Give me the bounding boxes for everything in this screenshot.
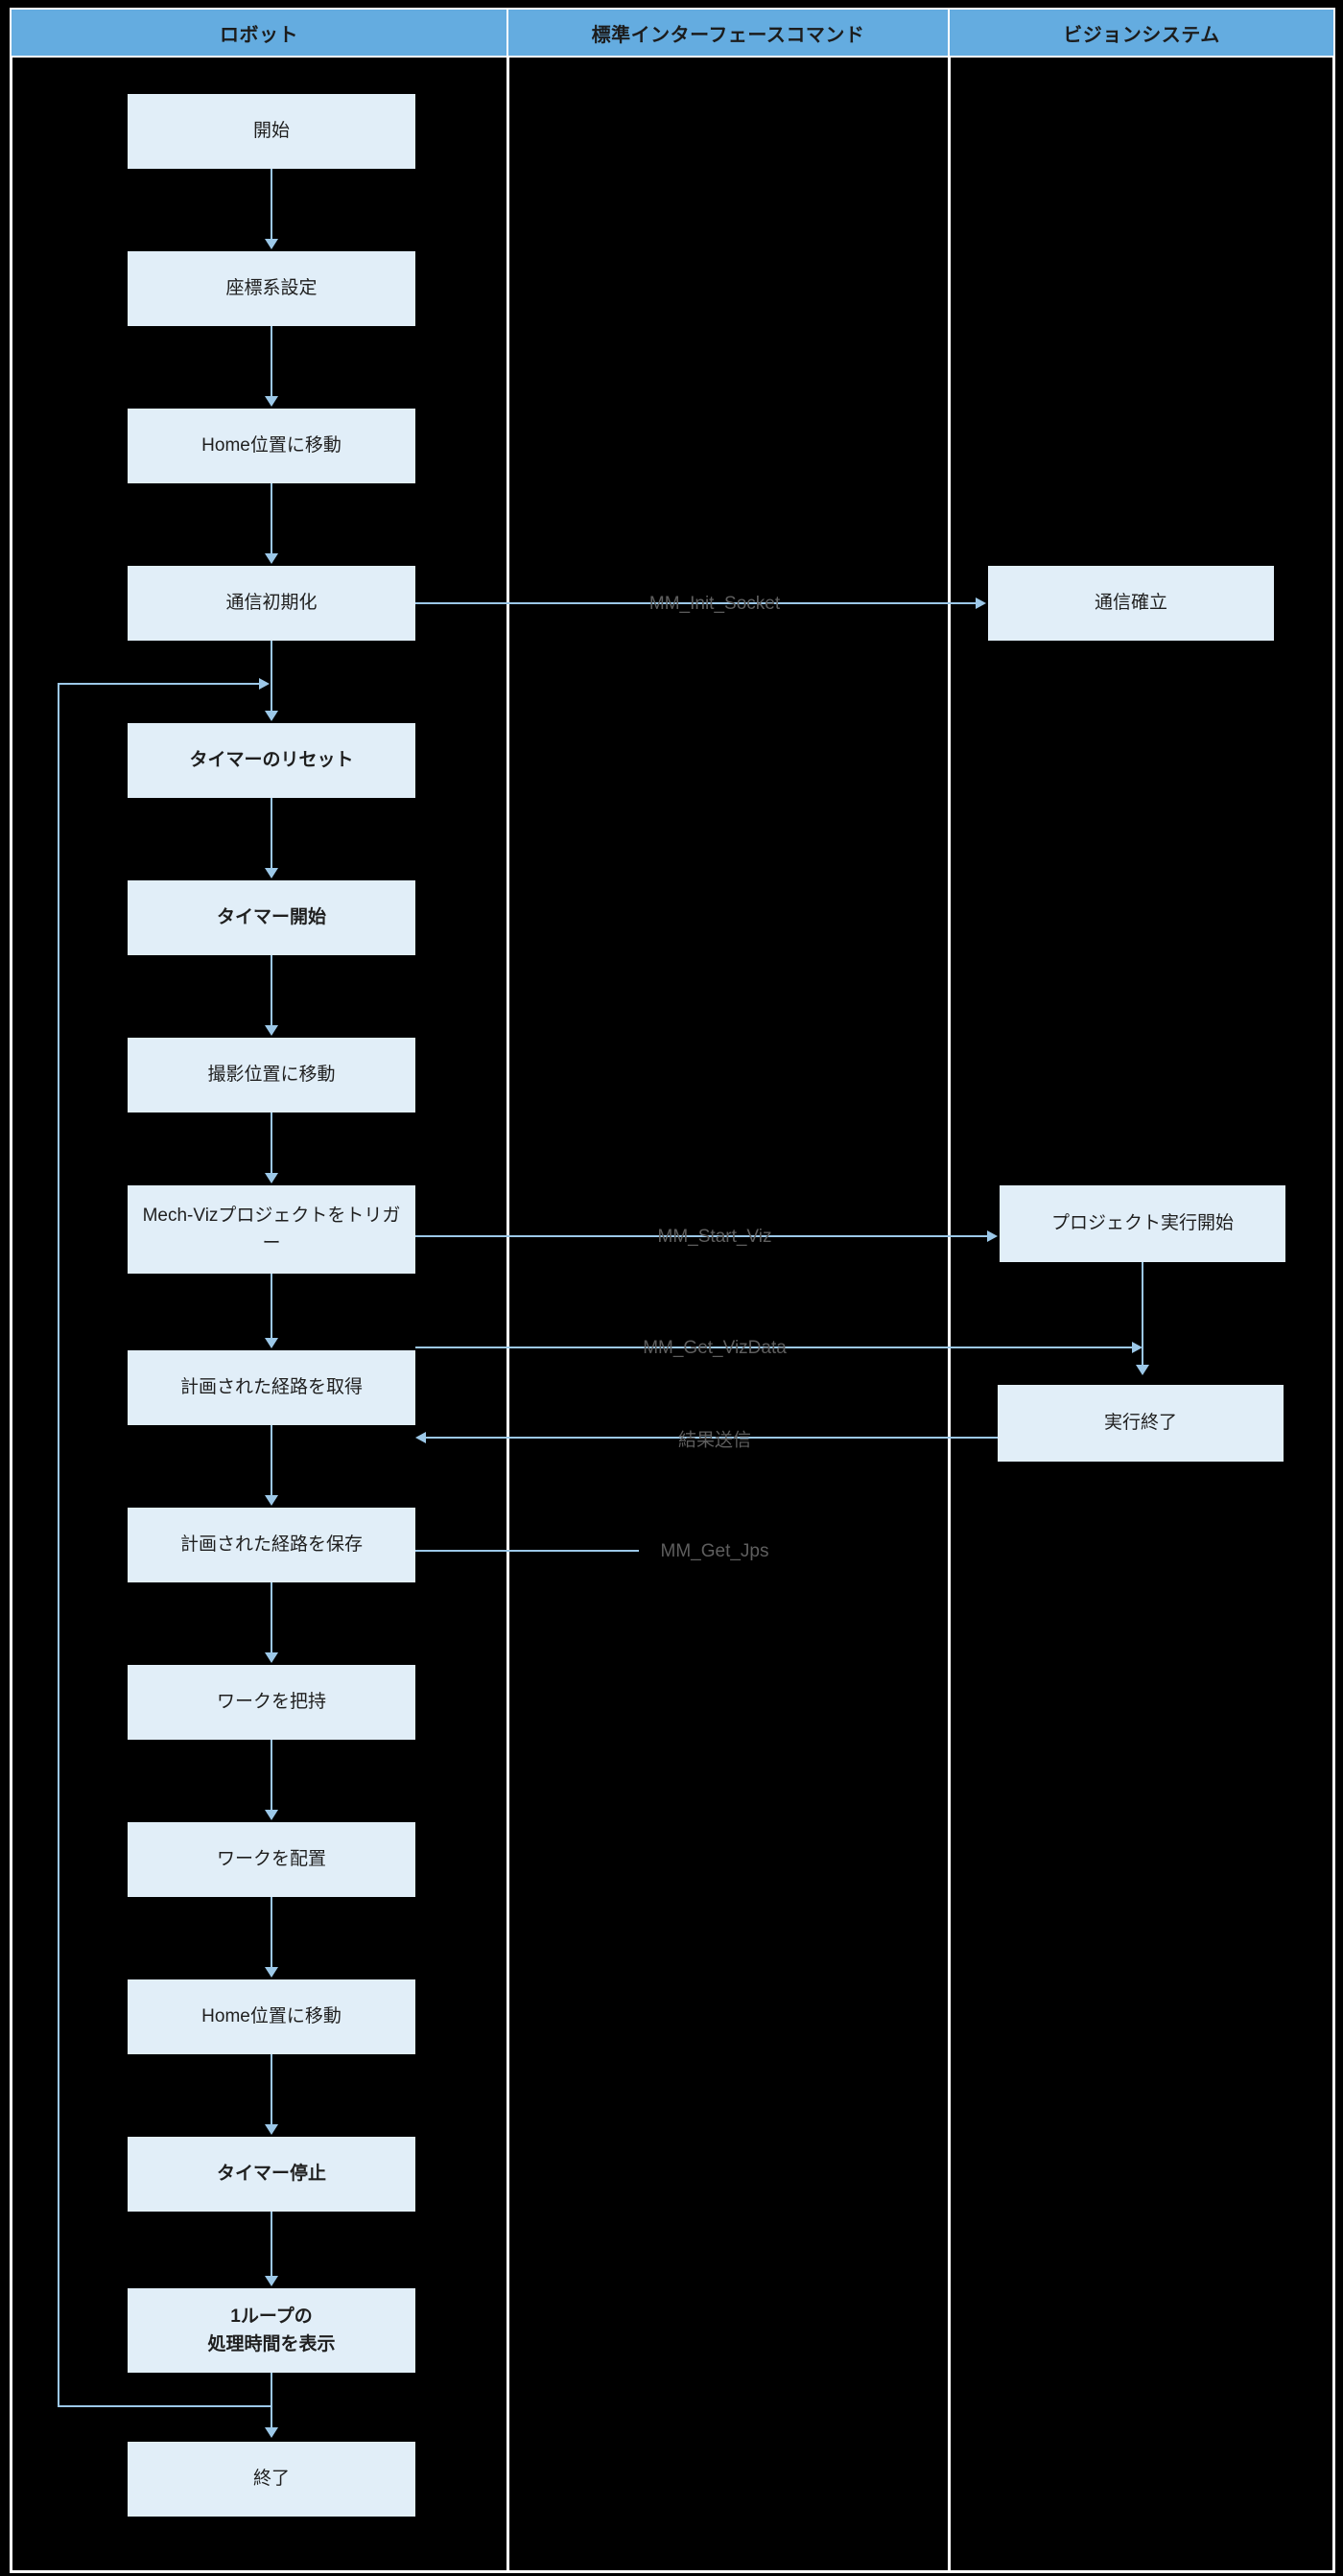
arrowhead-end <box>265 2427 278 2438</box>
edge-start-viz-arrowhead <box>987 1230 998 1242</box>
connector-place-to-home2 <box>271 1897 272 1969</box>
connector-getpath-to-savepath <box>271 1425 272 1497</box>
node-show-time[interactable]: 1ループの 処理時間を表示 <box>128 2288 415 2373</box>
connector-movecapture-to-triggerviz <box>271 1112 272 1175</box>
connector-showtime-to-end <box>271 2373 272 2429</box>
arrowhead-timerstart <box>265 868 278 878</box>
lane-header-vision: ビジョンシステム <box>948 8 1335 58</box>
arrowhead-savepath <box>265 1495 278 1506</box>
edge-init-socket-arrowhead <box>976 597 986 609</box>
edge-get-jps-line <box>415 1550 639 1552</box>
node-pick[interactable]: ワークを把持 <box>128 1665 415 1740</box>
edge-send-result-line <box>426 1437 998 1439</box>
swimlane-header-band: ロボット 標準インターフェースコマンド ビジョンシステム <box>10 8 1335 58</box>
connector-pick-to-place <box>271 1740 272 1812</box>
lane-frame-bottom <box>10 2570 1335 2573</box>
edge-get-vizdata-arrowhead <box>1132 1342 1143 1353</box>
connector-timerreset-to-timerstart <box>271 798 272 870</box>
lane-frame-left <box>10 58 12 2573</box>
node-exec-finished[interactable]: 実行終了 <box>998 1385 1284 1462</box>
arrowhead-home2 <box>265 1967 278 1978</box>
edge-get-vizdata-line <box>415 1347 1137 1348</box>
node-trigger-viz[interactable]: Mech-Vizプロジェクトをトリガー <box>128 1185 415 1274</box>
loopback-top-segment <box>58 683 261 685</box>
node-home-2[interactable]: Home位置に移動 <box>128 1979 415 2054</box>
arrowhead-showtime <box>265 2276 278 2286</box>
connector-projectstart-to-execfinished <box>1142 1262 1143 1372</box>
edge-send-result-arrowhead <box>415 1432 426 1443</box>
arrowhead-execfinished <box>1136 1365 1149 1375</box>
connector-start-to-setframe <box>271 169 272 241</box>
node-end[interactable]: 終了 <box>128 2442 415 2517</box>
arrowhead-movecapture <box>265 1025 278 1036</box>
arrowhead-place <box>265 1810 278 1820</box>
connector-home1-to-initcomm <box>271 483 272 555</box>
node-timer-start[interactable]: タイマー開始 <box>128 880 415 955</box>
edge-label-get-vizdata: MM_Get_VizData <box>643 1338 787 1358</box>
edge-label-send-result: 結果送信 <box>677 1430 752 1451</box>
edge-label-start-viz: MM_Start_Viz <box>657 1227 772 1247</box>
node-timer-reset[interactable]: タイマーのリセット <box>128 723 415 798</box>
lane-separator-1 <box>507 58 509 2573</box>
loopback-bottom-segment <box>58 2405 272 2407</box>
connector-triggerviz-to-getpath <box>271 1274 272 1340</box>
edge-label-init-socket: MM_Init_Socket <box>648 594 781 614</box>
arrowhead-timerreset <box>265 711 278 721</box>
edge-init-socket-line <box>415 602 976 604</box>
arrowhead-triggerviz <box>265 1173 278 1183</box>
node-move-capture[interactable]: 撮影位置に移動 <box>128 1038 415 1112</box>
arrowhead-home1 <box>265 396 278 407</box>
arrowhead-pick <box>265 1652 278 1663</box>
edge-label-get-jps: MM_Get_Jps <box>660 1541 769 1561</box>
lane-frame-right <box>1332 58 1335 2573</box>
loopback-left-segment <box>58 683 59 2407</box>
arrowhead-timerstop <box>265 2124 278 2135</box>
node-get-path[interactable]: 計画された経路を取得 <box>128 1350 415 1425</box>
node-timer-stop[interactable]: タイマー停止 <box>128 2137 415 2212</box>
connector-timerstart-to-movecapture <box>271 955 272 1027</box>
lane-header-command: 標準インターフェースコマンド <box>507 8 950 58</box>
loopback-arrowhead <box>259 678 270 690</box>
lane-header-robot: ロボット <box>10 8 508 58</box>
connector-initcomm-to-timerreset <box>271 641 272 713</box>
node-save-path[interactable]: 計画された経路を保存 <box>128 1508 415 1582</box>
node-home-1[interactable]: Home位置に移動 <box>128 409 415 483</box>
arrowhead-initcomm <box>265 553 278 564</box>
connector-home2-to-timerstop <box>271 2054 272 2126</box>
node-start[interactable]: 開始 <box>128 94 415 169</box>
arrowhead-setframe <box>265 239 278 249</box>
edge-start-viz-line <box>415 1235 987 1237</box>
node-place[interactable]: ワークを配置 <box>128 1822 415 1897</box>
connector-setframe-to-home1 <box>271 326 272 398</box>
node-project-start[interactable]: プロジェクト実行開始 <box>1000 1185 1285 1262</box>
connector-timerstop-to-showtime <box>271 2212 272 2278</box>
node-init-comm[interactable]: 通信初期化 <box>128 566 415 641</box>
node-comm-established[interactable]: 通信確立 <box>988 566 1274 641</box>
node-set-frame[interactable]: 座標系設定 <box>128 251 415 326</box>
connector-savepath-to-pick <box>271 1582 272 1654</box>
arrowhead-getpath <box>265 1338 278 1348</box>
lane-separator-2 <box>948 58 951 2573</box>
